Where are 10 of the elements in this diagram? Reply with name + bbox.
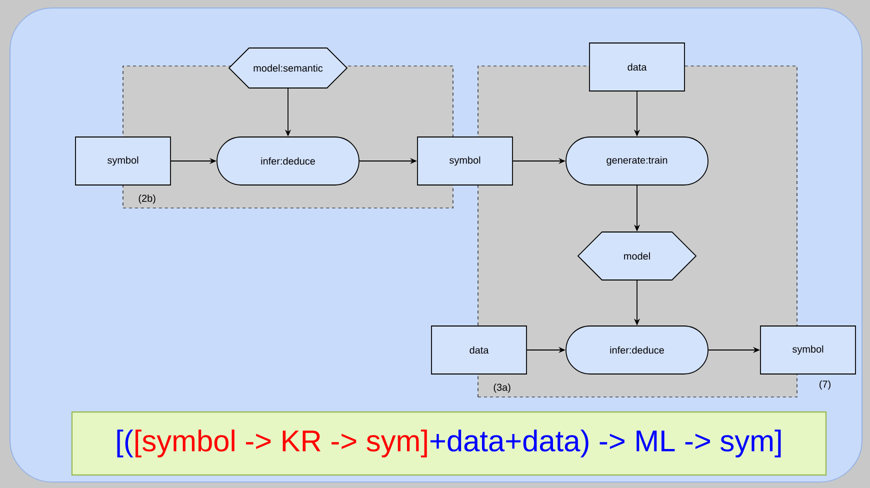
step-label: (7) (820, 380, 830, 390)
formula-box: [([symbol -> KR -> sym]+data+data) -> ML -> sym] (71, 411, 827, 476)
process-box: data (589, 42, 685, 92)
process-stadium: infer:deduce (566, 326, 708, 374)
process-box: data (431, 326, 527, 374)
process-stadium: generate:train (566, 136, 708, 186)
process-stadium: infer:deduce (216, 136, 360, 186)
process-box: symbol (75, 136, 171, 186)
process-box: symbol (760, 326, 856, 374)
process-box: symbol (417, 136, 513, 186)
